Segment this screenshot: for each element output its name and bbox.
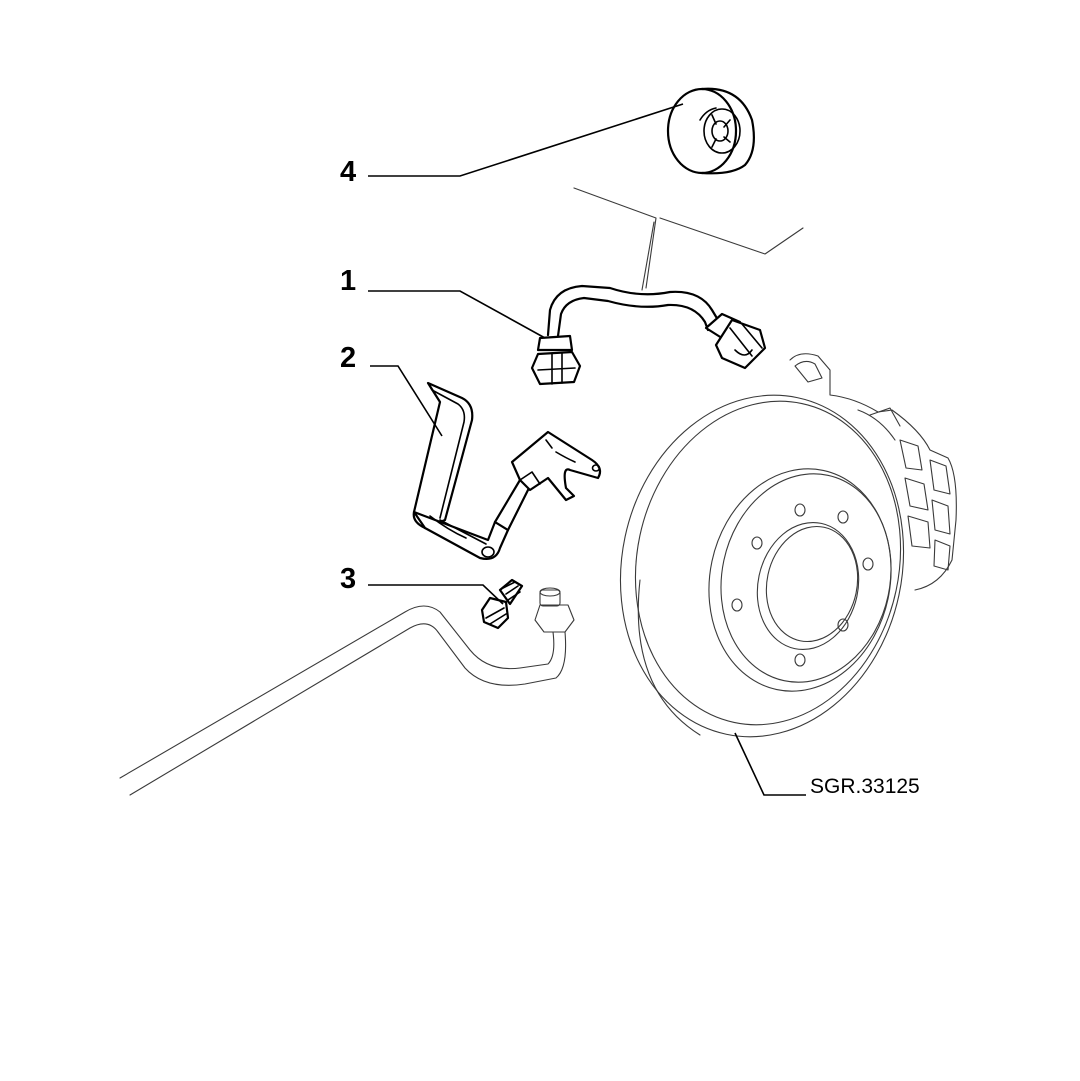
upper-rigid-line xyxy=(573,187,804,291)
leader-line-2 xyxy=(370,365,443,437)
disc-outer-rim xyxy=(619,394,905,738)
disc-hub-hat xyxy=(708,468,892,692)
leader-line-1 xyxy=(368,290,546,339)
callout-3: 3 xyxy=(340,563,356,595)
part-1-brake-hose xyxy=(530,284,767,386)
leader-line-4 xyxy=(368,103,684,177)
line-union-nut xyxy=(534,604,575,633)
part-2-bracket xyxy=(412,381,602,560)
callout-2: 2 xyxy=(340,342,356,374)
disc-stud-holes xyxy=(731,503,874,667)
callout-1: 1 xyxy=(340,265,356,297)
leader-line-3 xyxy=(368,584,504,605)
part-3-bolt xyxy=(480,578,524,630)
disc-centre-bore xyxy=(756,521,860,651)
leader-line-reference xyxy=(734,732,806,796)
brake-caliper-housing xyxy=(789,353,957,591)
part-4-grommet xyxy=(666,87,755,175)
callout-4: 4 xyxy=(340,156,356,188)
leader-lines xyxy=(368,103,806,796)
brake-disc-assembly xyxy=(619,353,957,738)
rigid-brake-line xyxy=(119,587,575,796)
diagram-reference-code: SGR.33125 xyxy=(810,775,920,798)
